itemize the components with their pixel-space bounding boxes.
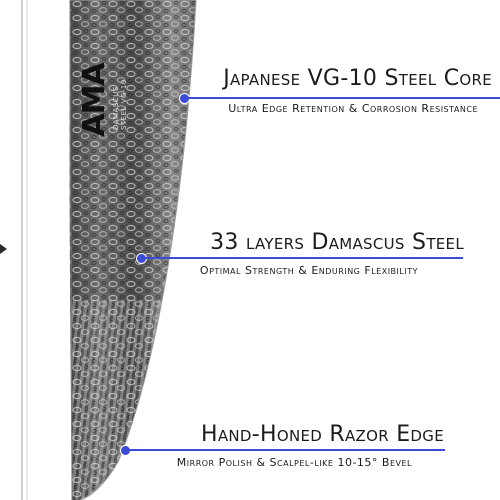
logo-text: AMA xyxy=(77,63,112,137)
callout-1-sub: Ultra Edge Retention & Corrosion Resista… xyxy=(228,102,478,115)
callout-1-title: Japanese VG-10 Steel Core xyxy=(223,66,492,91)
callout-1-line xyxy=(186,97,500,99)
right-arrow-icon xyxy=(0,244,7,254)
callout-1-subtitle: Ultra Edge Retention & Corrosion Resista… xyxy=(228,102,478,115)
steel-grade-text: DAMASCUS STEEL VG-10 xyxy=(112,79,128,130)
callout-3-line xyxy=(127,449,445,451)
callout-3-title: Hand-Honed Razor Edge xyxy=(200,422,444,447)
callout-2: 33 layers Damascus Steel xyxy=(210,232,464,254)
callout-2-subtitle: Optimal Strength & Enduring Flexibility xyxy=(199,264,418,277)
callout-2-sub: Optimal Strength & Enduring Flexibility xyxy=(200,264,418,277)
callout-2-title: 33 layers Damascus Steel xyxy=(210,230,464,255)
callout-2-line xyxy=(143,257,463,259)
callout-3: Hand-Honed Razor Edge xyxy=(201,424,444,446)
callout-3-sub: Mirror Polish & Scalpel-like 10-15° Beve… xyxy=(177,456,412,469)
callout-1: Japanese VG-10 Steel Core xyxy=(223,68,492,90)
callout-3-subtitle: Mirror Polish & Scalpel-like 10-15° Beve… xyxy=(176,456,412,469)
brand-logo: AMA DAMASCUS STEEL VG-10 xyxy=(34,63,174,136)
